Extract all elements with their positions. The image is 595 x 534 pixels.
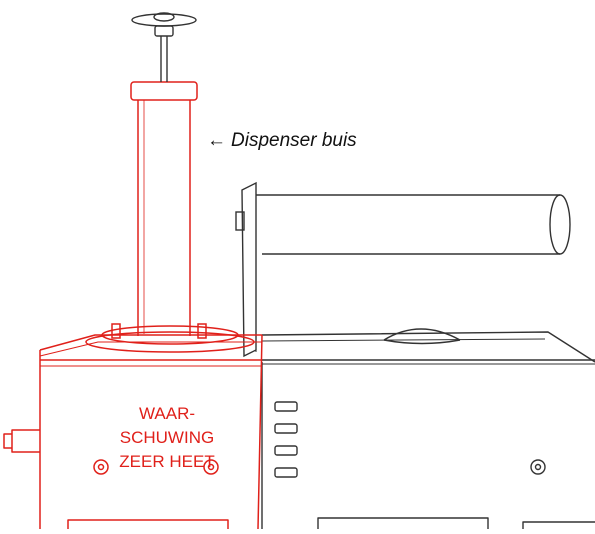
left-arrow-icon: ←: [207, 130, 226, 151]
side-roll-holder: [235, 181, 571, 358]
dispenser-base: [85, 323, 255, 353]
screw-right: [530, 459, 546, 475]
dispenser-tube-label: ←Dispenser buis: [207, 130, 357, 152]
hot-warning-label: WAAR- SCHUWING ZEER HEET: [101, 402, 233, 474]
warning-line-3: ZEER HEET: [119, 452, 215, 471]
top-dome: [383, 328, 461, 345]
warning-line-2: SCHUWING: [119, 428, 215, 447]
warning-line-1: WAAR-: [138, 404, 196, 423]
dispenser-tube: [130, 81, 198, 336]
plunger-knob: [131, 12, 197, 82]
machine-body-right: [261, 331, 595, 529]
vent-slots: [274, 401, 298, 478]
dispenser-label-text: Dispenser buis: [231, 130, 357, 151]
